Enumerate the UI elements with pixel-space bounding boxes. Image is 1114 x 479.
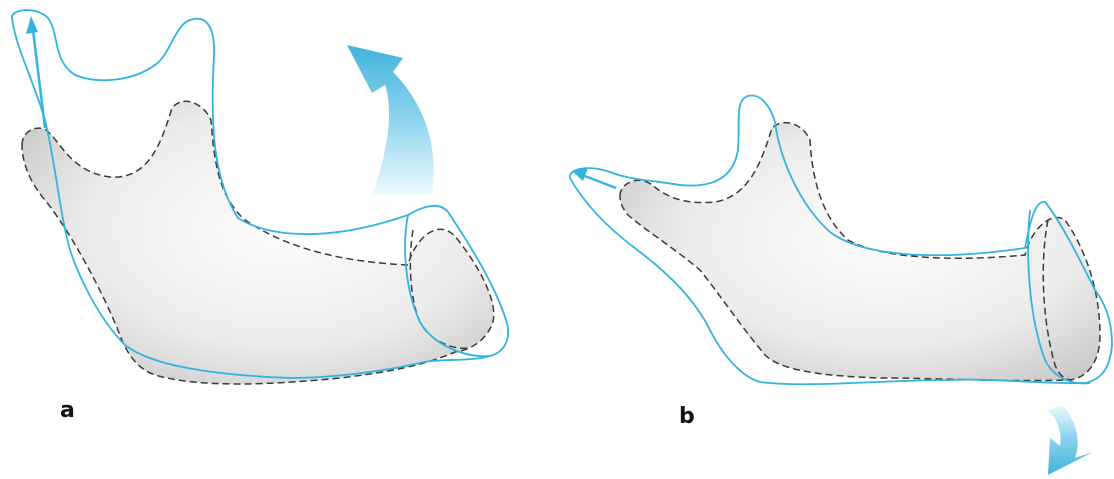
panel-b	[570, 96, 1112, 475]
panel-label-a: a	[60, 398, 75, 423]
curved-arrow-up-icon	[347, 45, 434, 195]
panel-label-b: b	[679, 404, 695, 429]
panel-a	[12, 10, 508, 384]
curved-arrow-down-icon	[1048, 405, 1093, 475]
